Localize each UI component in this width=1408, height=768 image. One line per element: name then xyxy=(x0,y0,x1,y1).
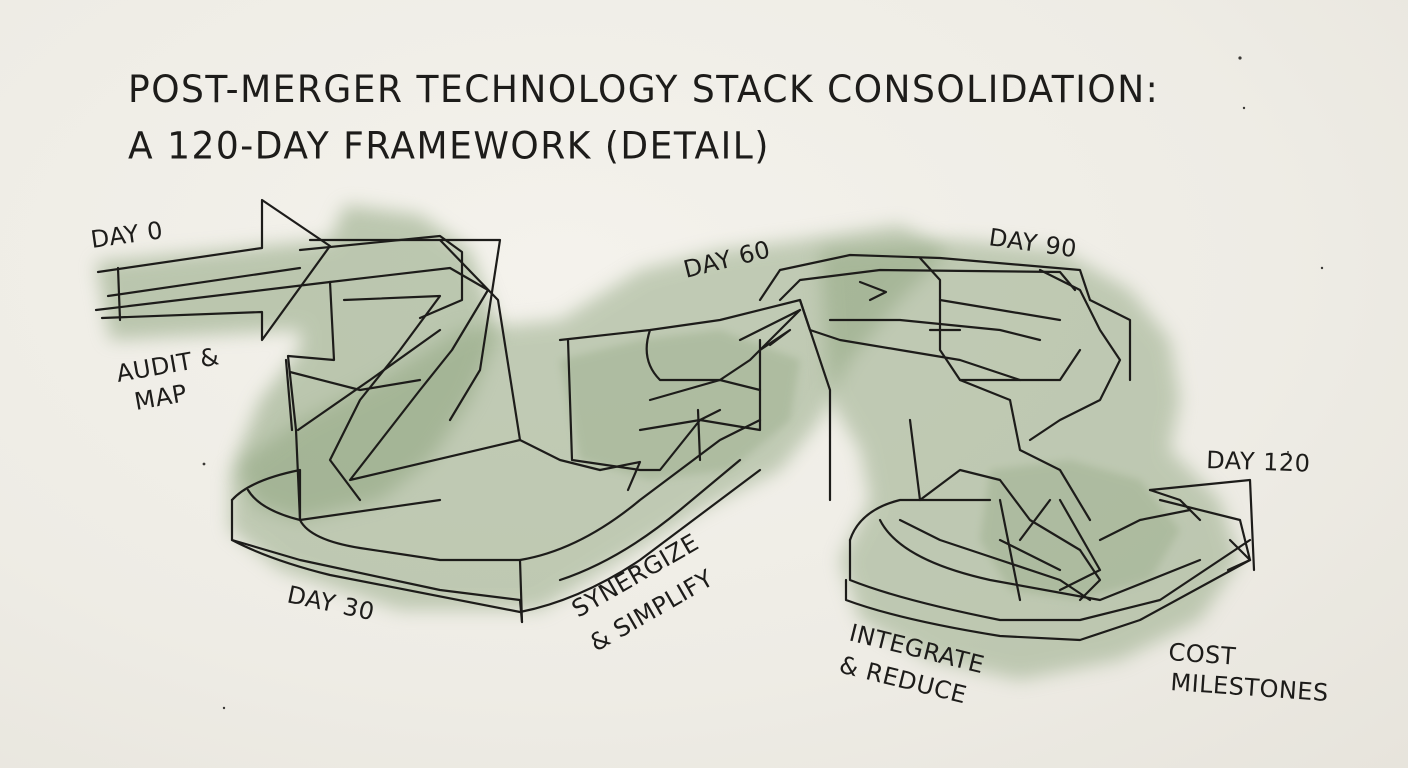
watercolor-wash xyxy=(96,205,1240,680)
wash-integrate xyxy=(820,240,1240,680)
day120-label: DAY 120 xyxy=(1206,446,1311,478)
base-slab xyxy=(230,418,762,624)
wash-right-dark xyxy=(980,460,1180,600)
title-line-2: A 120-DAY FRAMEWORK (DETAIL) xyxy=(128,125,770,169)
paper-speckles xyxy=(202,56,1324,710)
integrate-base-block xyxy=(844,498,1252,642)
ink-sketch xyxy=(94,198,1256,642)
upper-ribbon xyxy=(738,253,1092,382)
integrate-diagonal-arrow xyxy=(898,498,1102,602)
day120-end-arrow xyxy=(1098,478,1256,572)
synergize-block xyxy=(518,298,832,502)
audit-label-line2: MAP xyxy=(132,379,189,416)
title-line-1: POST-MERGER TECHNOLOGY STACK CONSOLIDATI… xyxy=(128,68,1160,112)
cost-label-line1: COST xyxy=(1168,638,1237,671)
page-title: POST-MERGER TECHNOLOGY STACK CONSOLIDATI… xyxy=(128,62,1159,175)
day0-label: DAY 0 xyxy=(89,216,165,254)
day90-zigzag xyxy=(908,256,1132,552)
audit-zigzag-block xyxy=(284,234,522,522)
cost-label-line2: MILESTONES xyxy=(1170,668,1330,707)
